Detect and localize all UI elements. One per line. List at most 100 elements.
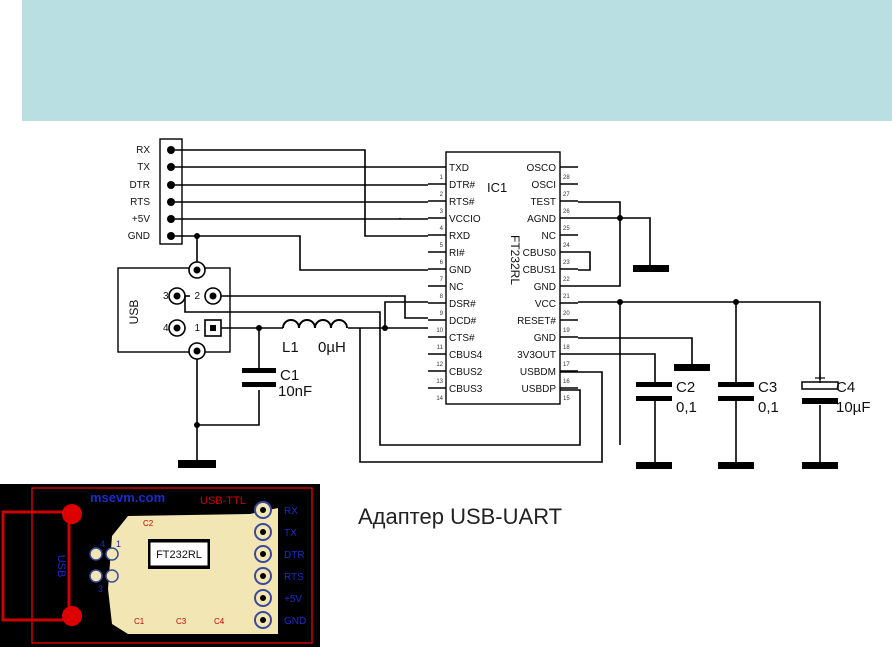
ic-pin-name: OSCI [532, 180, 556, 191]
pcb-site: msevm.com [90, 490, 165, 505]
ic-pin-number: 17 [563, 362, 570, 368]
connector-label: RTS [130, 197, 150, 208]
connector-pins [167, 146, 175, 240]
ic-pin-name: CTS# [449, 333, 475, 344]
pcb-usb-label: USB [55, 555, 67, 578]
c3-value: 0,1 [758, 399, 779, 416]
ic-pin-number: 12 [436, 362, 443, 368]
ic-pin-number: 4 [440, 226, 444, 232]
connector-label: DTR [129, 180, 150, 191]
ic-pin-number: 2 [440, 192, 444, 198]
capacitor-c1 [242, 368, 276, 373]
ic-pin-name: VCC [535, 299, 556, 310]
ic-pin-name: RXD [449, 231, 470, 242]
ic-pin-name: VCCIO [449, 214, 481, 225]
pcb-chip [149, 541, 209, 567]
pcb-pin-label: DTR [284, 550, 305, 561]
ic-pin-number: 10 [436, 328, 443, 334]
ic-pin-name: CBUS2 [449, 367, 483, 378]
pcb-mount-hole [62, 504, 82, 524]
pcb-pin-label: RX [284, 506, 298, 517]
c3-name: C3 [758, 379, 777, 396]
ic-pin-number: 11 [437, 345, 444, 351]
ic-pin-number: 20 [563, 311, 570, 317]
ic-pin-name: RTS# [449, 197, 475, 208]
connector-label: TX [137, 162, 150, 173]
ic-part: FT232RL [508, 235, 522, 285]
ic-pin-name: AGND [527, 214, 556, 225]
ground-symbol [636, 462, 672, 469]
ic-pin-name: CBUS1 [523, 265, 557, 276]
ic-pin-name: USBDM [520, 367, 556, 378]
pcb-usb-outline [1, 510, 71, 622]
ic-pin-number: 6 [440, 260, 444, 266]
ic-pin-name: DSR# [449, 299, 476, 310]
ic-pin-name: CBUS4 [449, 350, 483, 361]
pcb-mount-hole [62, 606, 82, 626]
connector-body [159, 138, 183, 245]
pcb-copper [108, 508, 278, 634]
ic-pin-name: NC [449, 282, 463, 293]
ic-pin-name: GND [534, 333, 556, 344]
ic-pin-name: CBUS3 [449, 384, 483, 395]
usb-label: USB [127, 300, 141, 325]
ic-pin-number: 14 [436, 396, 443, 402]
ic-pin-number: 27 [563, 192, 570, 198]
ic-pin-number: 7 [440, 277, 444, 283]
ic-pin-number: 24 [563, 243, 570, 249]
c4-name: C4 [836, 379, 855, 396]
connector-labels: RX TX DTR RTS +5V GND [128, 145, 151, 242]
capacitor-c3 [718, 382, 754, 387]
ic-pin-number: 3 [440, 209, 444, 215]
ic-pin-number: 1 [440, 175, 444, 181]
usb-pin-num: 4 [163, 323, 169, 334]
ic-pin-name: GND [449, 265, 471, 276]
pcb-chip-label: FT232RL [156, 549, 202, 561]
c4-value: 10µF [836, 399, 871, 416]
ground-symbol [718, 462, 754, 469]
ic-pins: TXD1DTR#2RTS#3VCCIO4RXD5RI#6GND7NC8DSR#9… [428, 163, 578, 402]
usb-pins [168, 261, 222, 360]
ic-pin-name: RI# [449, 248, 465, 259]
ground-symbol [633, 265, 669, 272]
ic-designator: IC1 [487, 180, 507, 195]
pcb-part-label: C3 [176, 617, 187, 626]
pcb-usb-pads [89, 547, 119, 583]
ic-pin-name: TEST [530, 197, 556, 208]
pcb-usb-pin: 3 [98, 584, 103, 594]
pcb-pin-label: GND [284, 616, 306, 627]
ic-pin-number: 21 [563, 294, 570, 300]
ic-pin-name: DCD# [449, 316, 477, 327]
connector-label: RX [136, 145, 150, 156]
pcb-pin-label: TX [284, 528, 297, 539]
pcb-outline [31, 487, 313, 644]
ic-pin-name: NC [542, 231, 556, 242]
ic-pin-number: 15 [563, 396, 570, 402]
capacitor-c4 [801, 381, 839, 390]
ic-pin-number: 22 [563, 277, 570, 283]
pcb-pin-label: +5V [284, 594, 302, 605]
usb-wires [184, 236, 603, 463]
ic-pin-number: 8 [440, 294, 444, 300]
connector-label: +5V [132, 214, 150, 225]
ic-pin-name: GND [534, 282, 556, 293]
ic-pin-name: CBUS0 [523, 248, 557, 259]
usb-pin-num: 1 [194, 323, 200, 334]
usb-pin-num: 2 [194, 291, 200, 302]
pcb-usb-pin: 4 [100, 539, 105, 549]
connector-wires [175, 149, 428, 271]
pcb-part-label: C1 [134, 617, 145, 626]
pcb-usb-pin: 1 [116, 539, 121, 549]
connector-label: GND [128, 231, 150, 242]
ic-pin-name: TXD [449, 163, 469, 174]
ic-pin-number: 23 [563, 260, 570, 266]
c1-name: C1 [280, 367, 299, 384]
ic-pin-name: RESET# [517, 316, 556, 327]
inductor-l1 [282, 319, 348, 329]
ground-symbol [802, 462, 838, 469]
ic-pin-number: 25 [563, 226, 570, 232]
power-wires [578, 201, 821, 462]
ic-pin-name: DTR# [449, 180, 476, 191]
ic-pin-number: 26 [563, 209, 570, 215]
